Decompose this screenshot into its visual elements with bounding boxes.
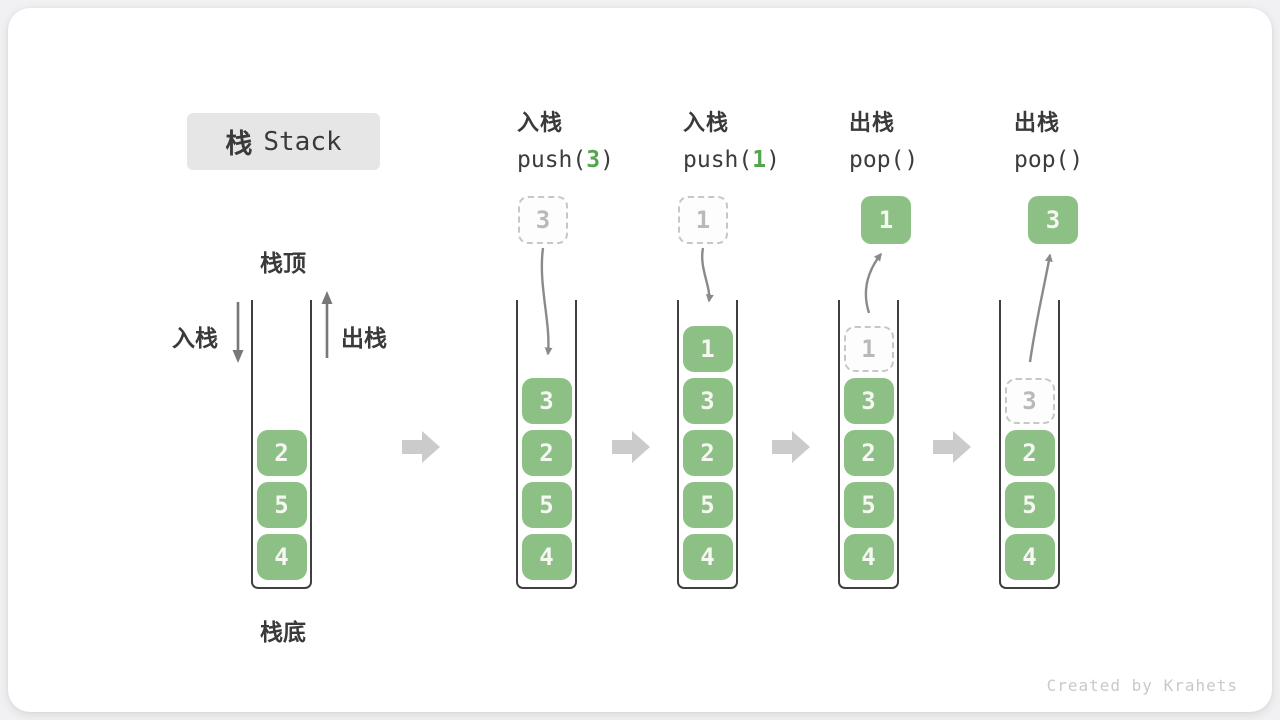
stack-cell: 4 [521,534,572,580]
op-label: 入栈 [517,110,564,135]
popped-value-box-1: 1 [861,196,911,244]
stack-cell: 3 [521,378,572,424]
stack-container-after-push-1: 1 3 2 5 4 [677,300,738,589]
op-header-push-3: 入栈 push(3) [517,105,614,173]
stack-cell: 4 [682,534,733,580]
op-header-pop-2: 出栈 pop() [1014,105,1083,173]
stack-cell: 2 [521,430,572,476]
stack-cell: 4 [843,534,894,580]
stack-bottom-label: 栈底 [260,619,306,645]
op-code: pop() [849,147,919,173]
stack-cell: 5 [256,482,307,528]
stack-cell: 2 [256,430,307,476]
stack-container-after-push-3: 3 2 5 4 [516,300,577,589]
op-arg: 3 [586,147,601,173]
staging-box-push-3: 3 [518,196,568,244]
watermark-credit: Created by Krahets [1046,676,1238,695]
op-code: pop() [1014,147,1084,173]
stack-container-initial: 2 5 4 [251,300,312,589]
push-side-label: 入栈 [172,325,218,351]
stack-cell: 5 [1004,482,1055,528]
stack-cell: 2 [682,430,733,476]
op-label: 入栈 [683,110,730,135]
stack-cell: 1 [682,326,733,372]
title-en: Stack [263,126,342,157]
popped-value-box-3: 3 [1028,196,1078,244]
op-code: push(3) [517,147,614,173]
stack-cell: 4 [256,534,307,580]
stack-cell-ghost: 3 [1004,378,1055,424]
op-label: 出栈 [1014,110,1061,135]
stack-cell: 5 [521,482,572,528]
op-label: 出栈 [849,110,896,135]
stack-cell: 5 [843,482,894,528]
stack-container-after-pop-1: 1 3 2 5 4 [838,300,899,589]
stack-cell: 3 [843,378,894,424]
stack-cell-ghost: 1 [843,326,894,372]
title-badge: 栈 Stack [187,113,380,170]
op-arg: 1 [752,147,767,173]
pop-side-label: 出栈 [341,325,387,351]
stack-cell: 3 [682,378,733,424]
stack-cell: 4 [1004,534,1055,580]
op-code: push(1) [683,147,780,173]
op-header-pop-1: 出栈 pop() [849,105,918,173]
stack-cell: 2 [843,430,894,476]
stack-container-after-pop-3: 3 2 5 4 [999,300,1060,589]
stack-top-label: 栈顶 [260,250,306,276]
stack-cell: 5 [682,482,733,528]
stack-cell: 2 [1004,430,1055,476]
op-header-push-1: 入栈 push(1) [683,105,780,173]
staging-box-push-1: 1 [678,196,728,244]
title-cn: 栈 [225,129,253,159]
